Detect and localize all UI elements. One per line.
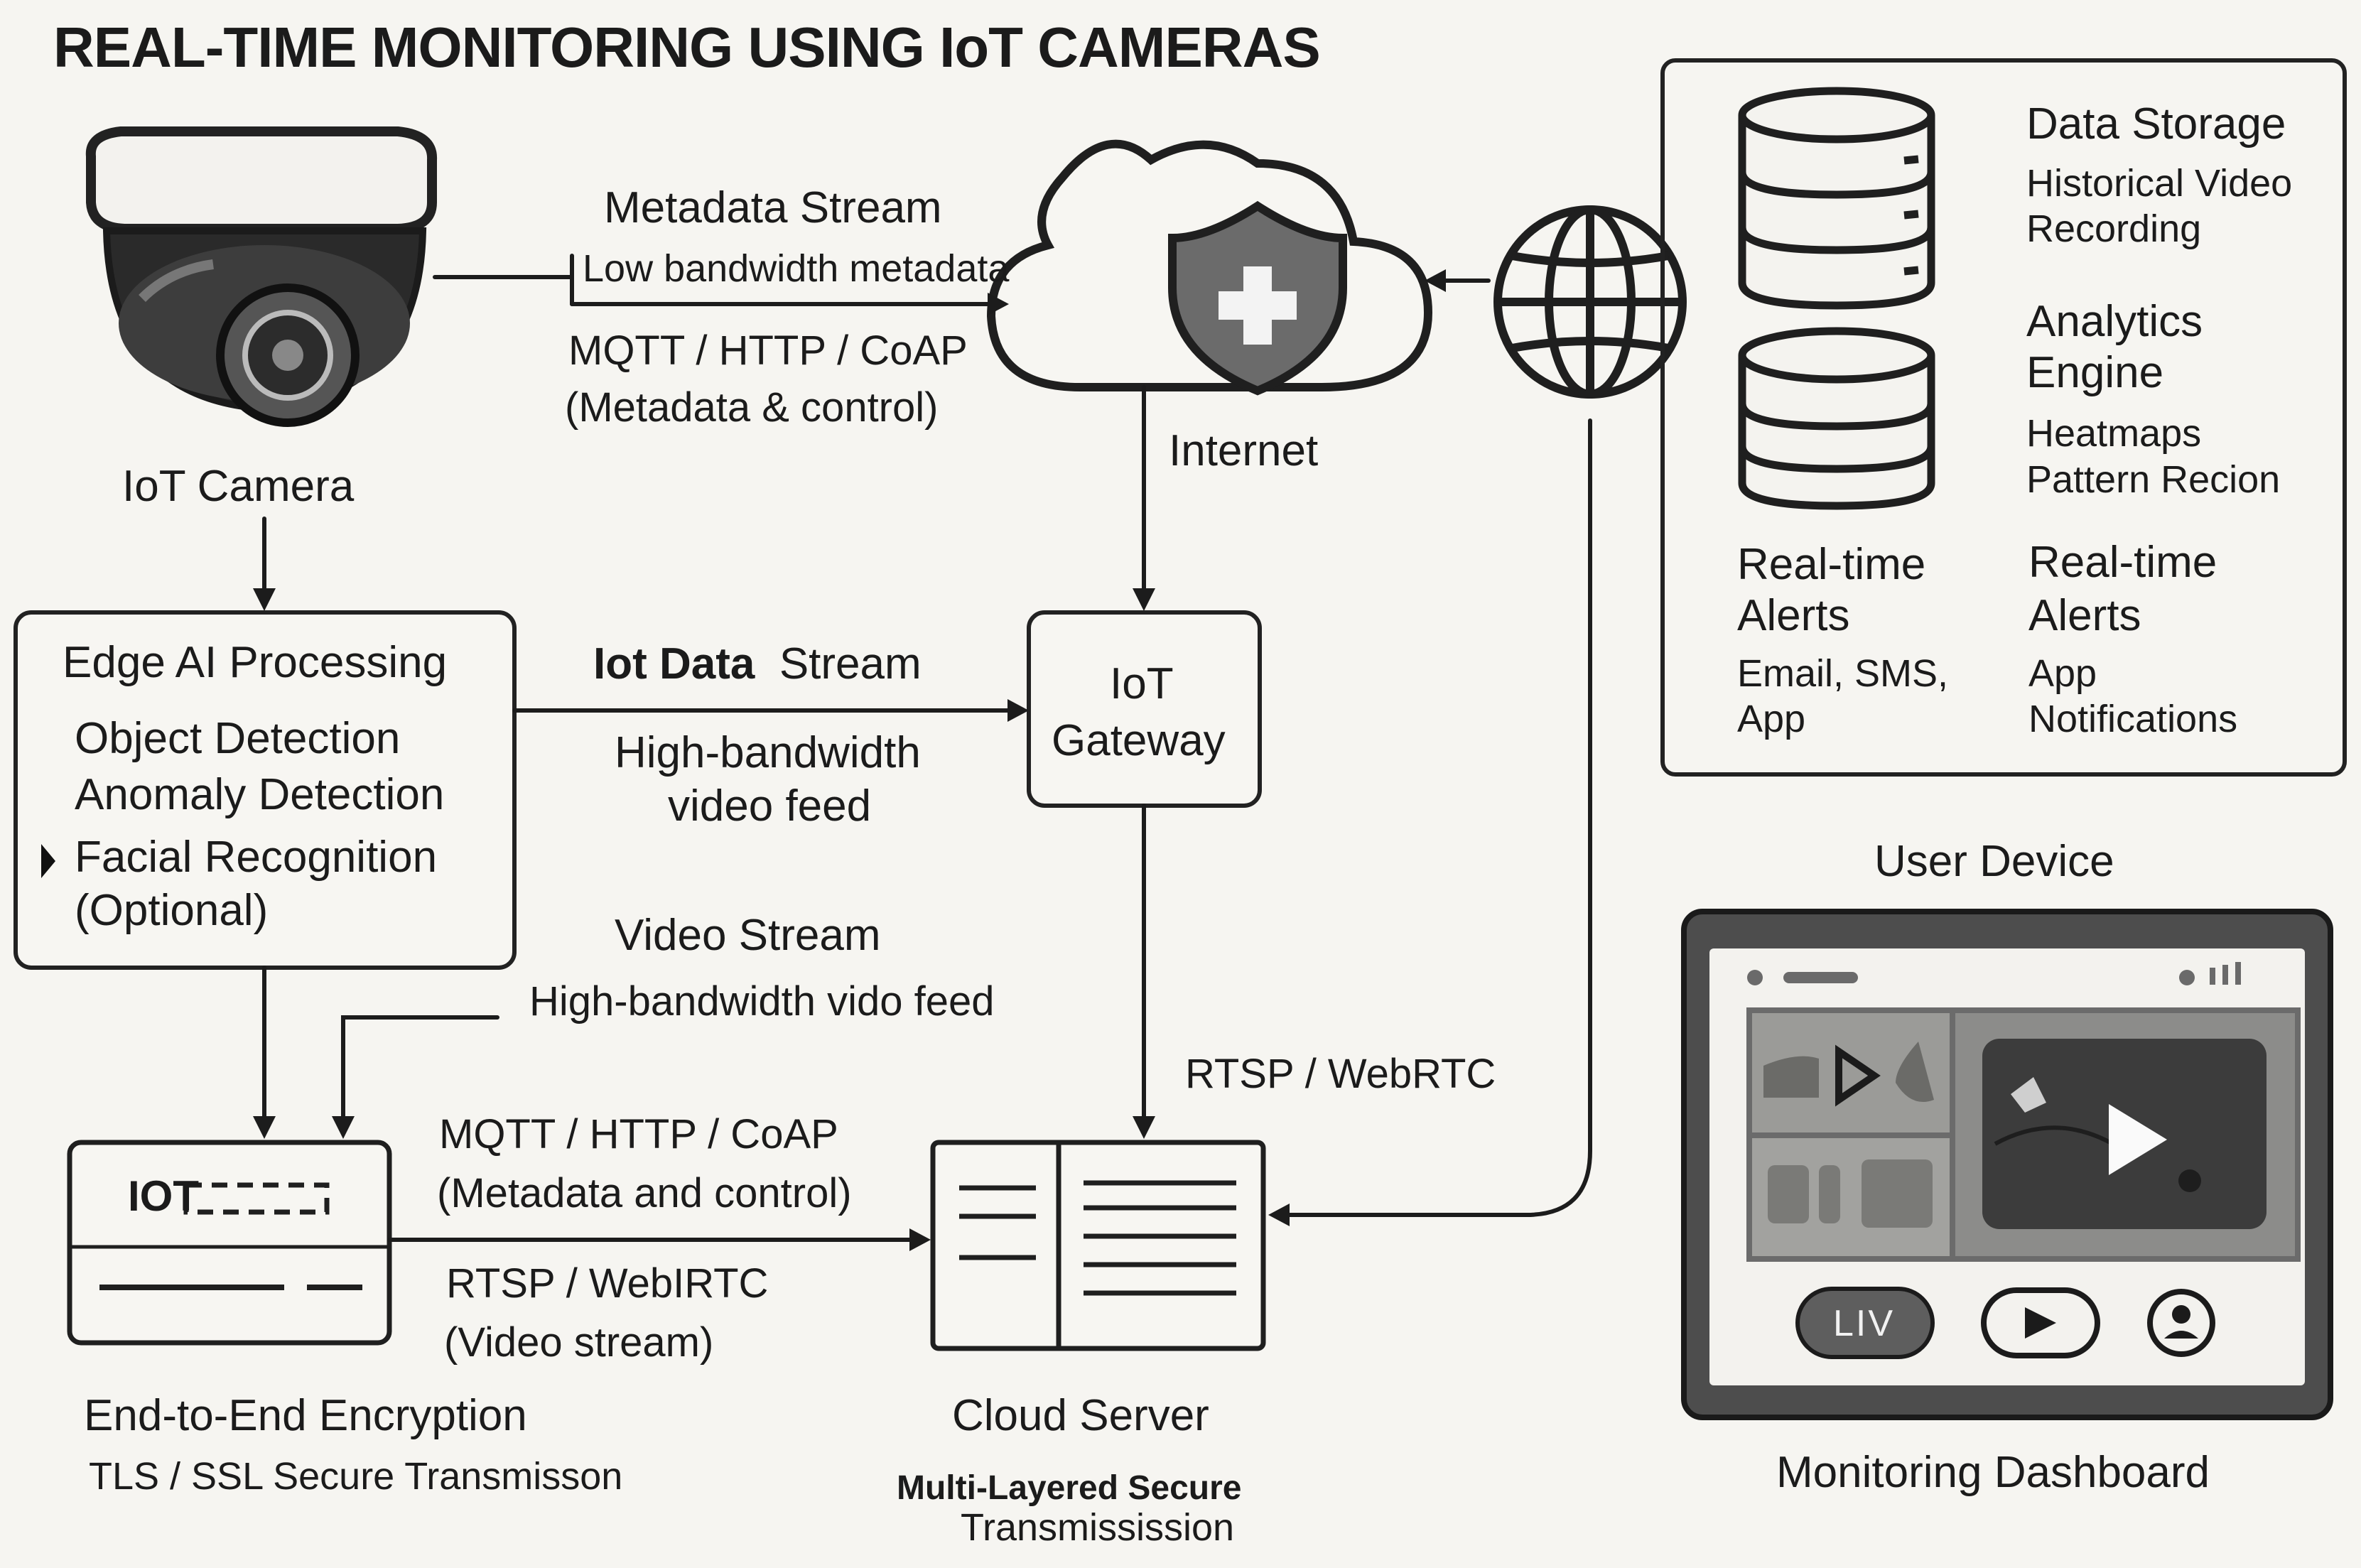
encryption-title: End-to-End Encryption bbox=[84, 1391, 527, 1440]
storage-desc-line: Recording bbox=[2026, 207, 2202, 250]
iot-data-rest: Stream bbox=[779, 639, 922, 688]
storage-title: Data Storage bbox=[2026, 99, 2286, 148]
alerts2-desc-line: App bbox=[2028, 652, 2097, 695]
analytics-title-line: Engine bbox=[2026, 348, 2164, 397]
metadata-protocol: MQTT / HTTP / CoAP bbox=[568, 328, 968, 374]
live-button[interactable]: LIV bbox=[1833, 1303, 1896, 1344]
edge-ai-title: Edge AI Processing bbox=[63, 638, 448, 687]
edge-ai-item: Facial Recognition bbox=[75, 832, 438, 882]
encryption-note1: (Metadata and control) bbox=[437, 1170, 852, 1216]
iot-data-line2: video feed bbox=[668, 782, 872, 831]
shield-icon bbox=[1168, 200, 1347, 396]
edge-ai-item: Object Detection bbox=[75, 714, 401, 763]
cloud-server-label: Cloud Server bbox=[952, 1391, 1209, 1440]
gateway-line1: IoT bbox=[1110, 659, 1174, 708]
page-title: REAL-TIME MONITORING USING IoT CAMERAS bbox=[53, 16, 1321, 79]
gateway-link-label: RTSP / WebRTC bbox=[1185, 1051, 1496, 1097]
encryption-note2: (Video stream) bbox=[444, 1319, 714, 1366]
alerts1-title-line: Alerts bbox=[1737, 591, 1850, 640]
alerts1-title-line: Real-time bbox=[1737, 540, 1926, 589]
arrowheads bbox=[253, 269, 1446, 1251]
cloud-server-footer: Transmissission bbox=[961, 1506, 1235, 1549]
database-icon bbox=[1738, 87, 1935, 310]
services-panel bbox=[1660, 58, 2347, 777]
alerts2-title-line: Alerts bbox=[2028, 591, 2141, 640]
camera-label: IoT Camera bbox=[122, 462, 355, 511]
encryption-protocol2: RTSP / WebIRTC bbox=[446, 1260, 769, 1307]
analytics-title-line: Analytics bbox=[2026, 297, 2203, 346]
alerts1-desc-line: App bbox=[1737, 698, 1806, 740]
user-device-title: User Device bbox=[1874, 837, 2114, 886]
server-book-icon bbox=[930, 1140, 1266, 1351]
internet-label: Internet bbox=[1169, 426, 1319, 475]
alerts1-desc-line: Email, SMS, bbox=[1737, 652, 1949, 695]
monitoring-dashboard-label: Monitoring Dashboard bbox=[1776, 1448, 2210, 1497]
cloud-server-footer-bold: Multi-Layered Secure bbox=[897, 1469, 1242, 1507]
alerts2-title-line: Real-time bbox=[2028, 538, 2217, 587]
edge-ai-items: Object Detection Anomaly Detection Facia… bbox=[75, 714, 444, 936]
iot-data-line1: High-bandwidth bbox=[615, 728, 921, 777]
video-stream-subtitle: High-bandwidth vido feed bbox=[529, 978, 995, 1024]
database-icon-analytics bbox=[1738, 327, 1935, 510]
analytics-desc-line: Pattern Recion bbox=[2026, 458, 2281, 501]
analytics-desc-line: Heatmaps bbox=[2026, 412, 2202, 455]
globe-icon bbox=[1493, 205, 1687, 399]
alerts2-desc-line: Notifications bbox=[2028, 698, 2238, 740]
encryption-device-icon bbox=[67, 1140, 392, 1346]
storage-desc-line: Historical Video bbox=[2026, 162, 2293, 205]
gateway-line2: Gateway bbox=[1052, 716, 1226, 765]
metadata-stream-title: Metadata Stream bbox=[604, 183, 942, 232]
encryption-subtitle: TLS / SSL Secure Transmisson bbox=[89, 1455, 623, 1498]
edge-ai-item: (Optional) bbox=[75, 886, 269, 936]
connectors bbox=[262, 254, 1592, 1242]
edge-ai-item: Anomaly Detection bbox=[75, 770, 445, 820]
video-stream-title: Video Stream bbox=[615, 911, 881, 960]
tablet-device-icon bbox=[1681, 909, 2333, 1420]
metadata-protocol-note: (Metadata & control) bbox=[565, 384, 939, 431]
camera-icon bbox=[85, 126, 438, 427]
iot-data-bold: Iot Data bbox=[593, 639, 755, 688]
iot-data-stream-title: Iot Data Stream bbox=[593, 639, 922, 688]
encryption-protocol1: MQTT / HTTP / CoAP bbox=[439, 1111, 838, 1157]
triangle-bullet-icon bbox=[41, 844, 55, 878]
encryption-device-text: IOT bbox=[128, 1172, 199, 1220]
metadata-stream-subtitle: Low bandwidth metadata bbox=[583, 247, 1010, 290]
iot-gateway-box bbox=[1027, 610, 1262, 808]
